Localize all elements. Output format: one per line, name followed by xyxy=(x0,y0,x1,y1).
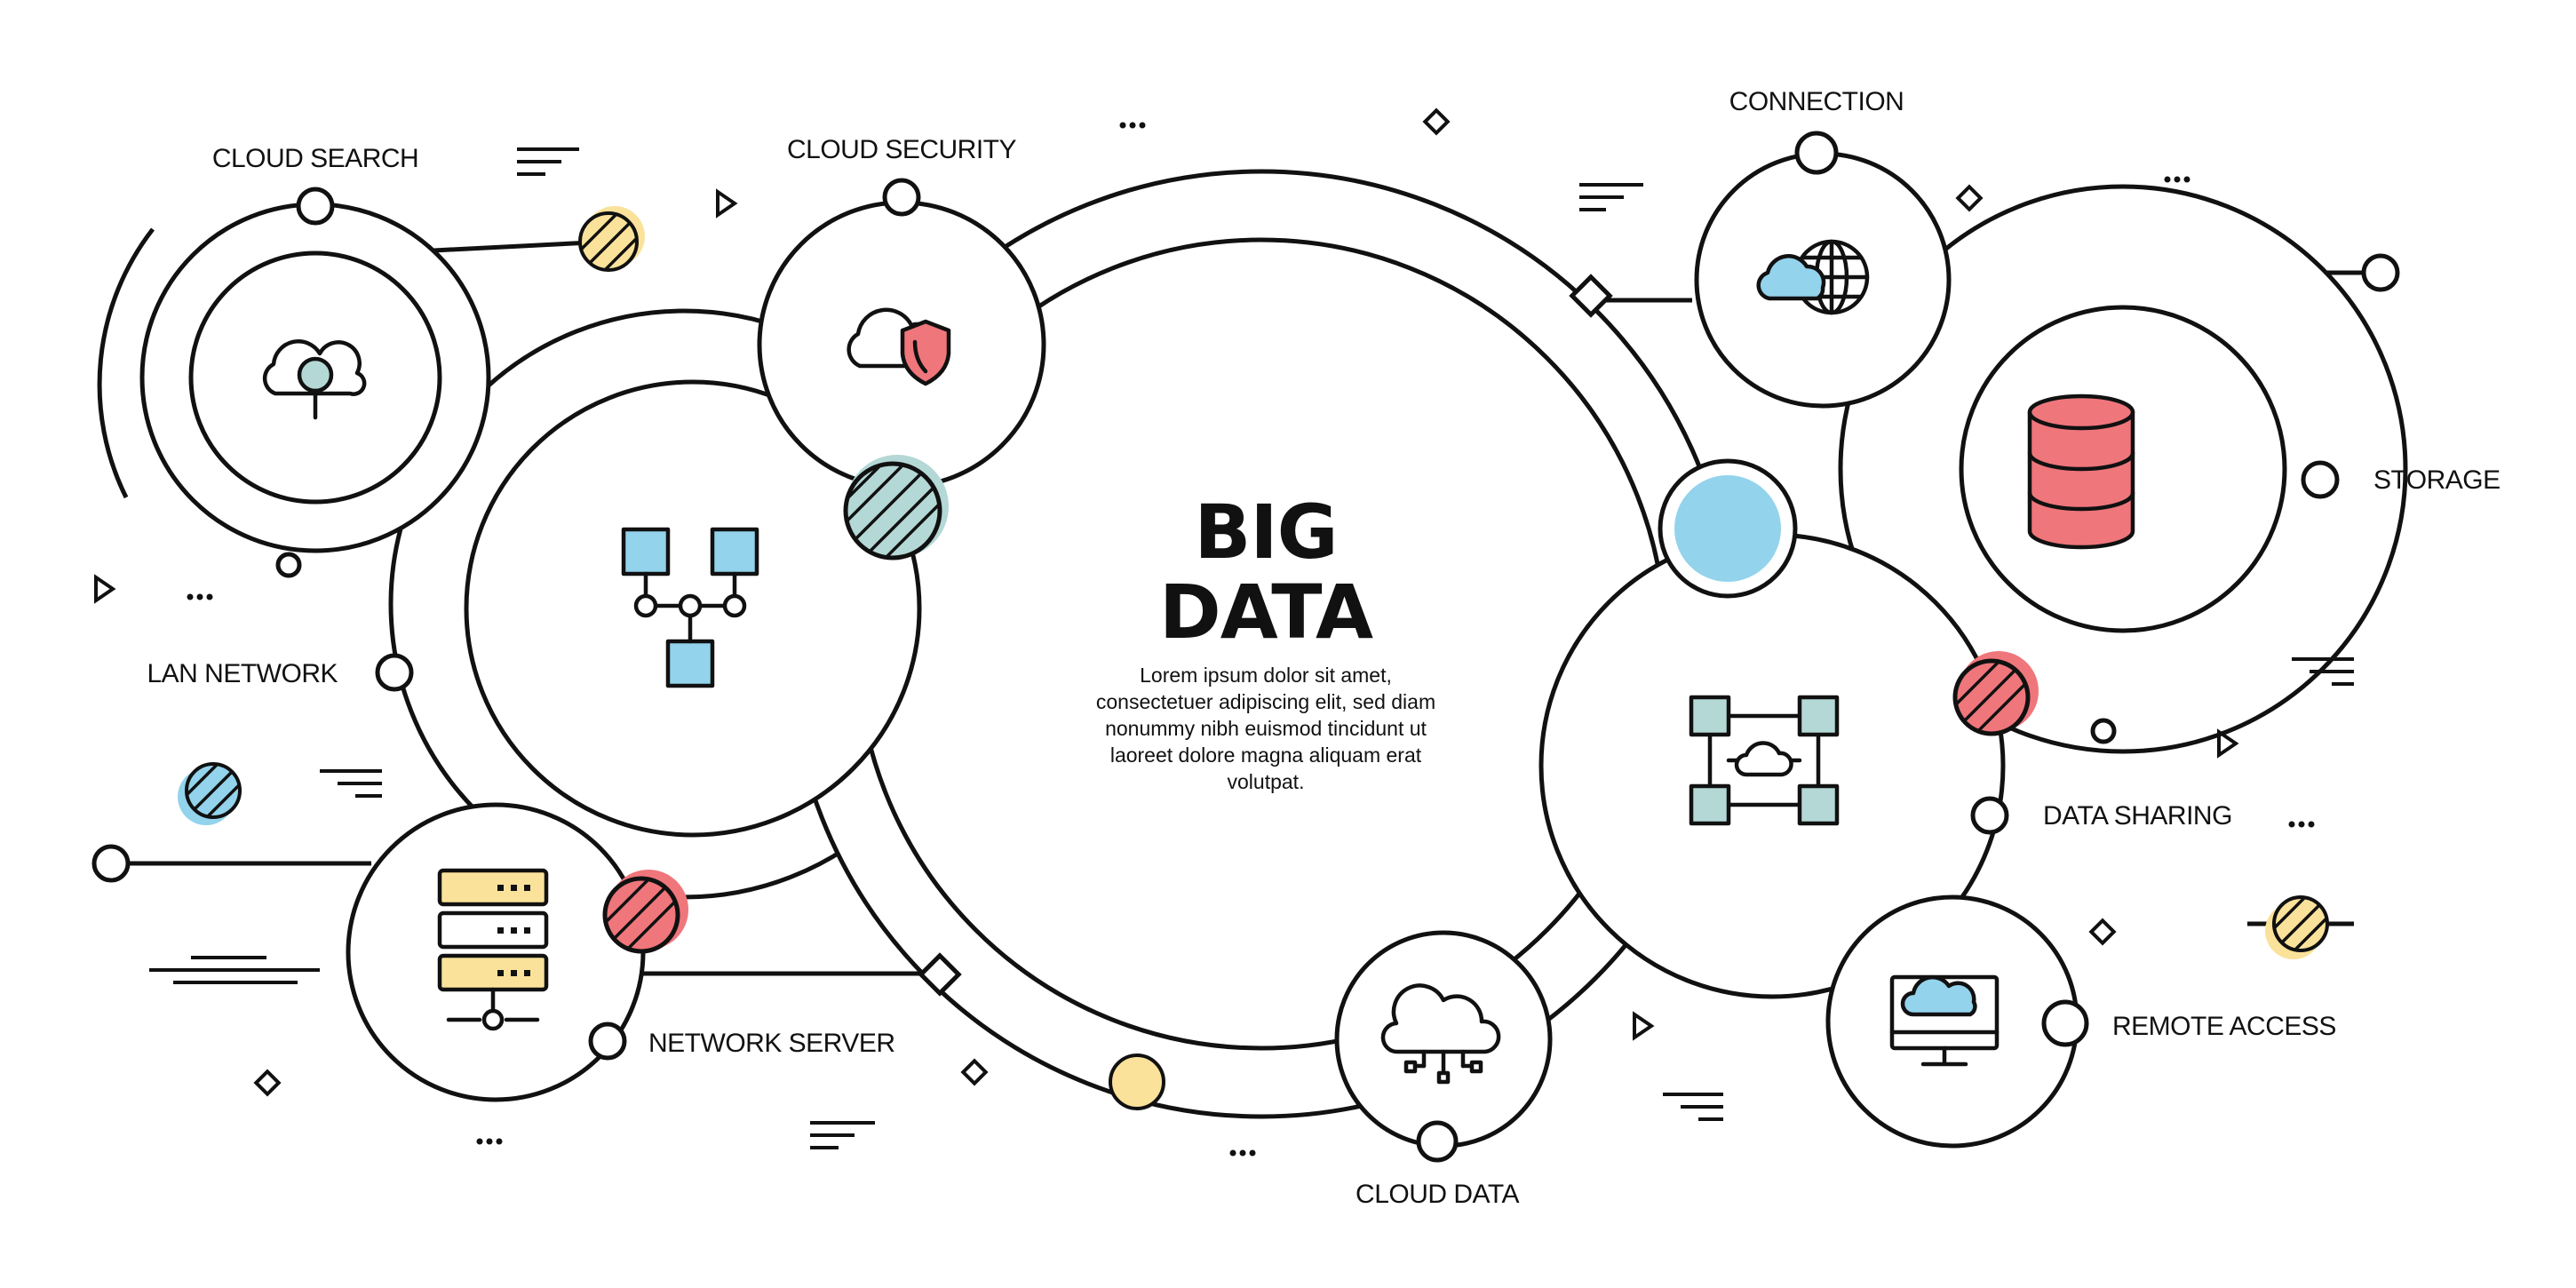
data-sharing-icon xyxy=(1689,695,1840,826)
center-body-line: consectetuer adipiscing elit, sed diam xyxy=(1096,690,1435,713)
center-body-line: volutpat. xyxy=(1228,770,1305,793)
label-lan-network: LAN NETWORK xyxy=(147,659,338,688)
label-cloud-search: CLOUD SEARCH xyxy=(212,144,418,173)
label-data-sharing: DATA SHARING xyxy=(2043,801,2232,831)
cloud-search-arc xyxy=(97,227,155,499)
center-body-line: nonummy nibh euismod tincidunt ut xyxy=(1105,717,1427,740)
cloud-search-icon xyxy=(262,339,367,420)
center-title-line2: DATA xyxy=(1159,568,1373,656)
cloud-computer-icon xyxy=(1889,974,2000,1067)
blue-bubble-fill xyxy=(1674,475,1781,582)
lan-network-icon xyxy=(621,527,759,688)
label-remote-access: REMOTE ACCESS xyxy=(2112,1012,2336,1041)
center-title-line1: BIG xyxy=(1194,489,1337,576)
center-body-line: laoreet dolore magna aliquam erat xyxy=(1110,743,1422,767)
cloud-security-icon xyxy=(847,307,951,386)
center-body-line: Lorem ipsum dolor sit amet, xyxy=(1140,664,1392,687)
rings xyxy=(97,151,2408,1149)
database-icon xyxy=(2027,394,2135,550)
label-connection: CONNECTION xyxy=(1729,87,1904,116)
label-cloud-data: CLOUD DATA xyxy=(1356,1180,1519,1209)
label-cloud-security: CLOUD SECURITY xyxy=(787,135,1017,164)
globe-cloud-icon xyxy=(1756,239,1870,315)
label-network-server: NETWORK SERVER xyxy=(648,1029,895,1058)
label-storage: STORAGE xyxy=(2373,465,2500,495)
decorations xyxy=(94,107,2354,1157)
node-points xyxy=(91,131,2400,1163)
center-body-text: Lorem ipsum dolor sit amet, consectetuer… xyxy=(1096,664,1435,793)
server-rack-icon xyxy=(437,868,549,1031)
hatched-discs xyxy=(178,206,2329,1110)
cloud-network-icon xyxy=(1380,983,1501,1085)
